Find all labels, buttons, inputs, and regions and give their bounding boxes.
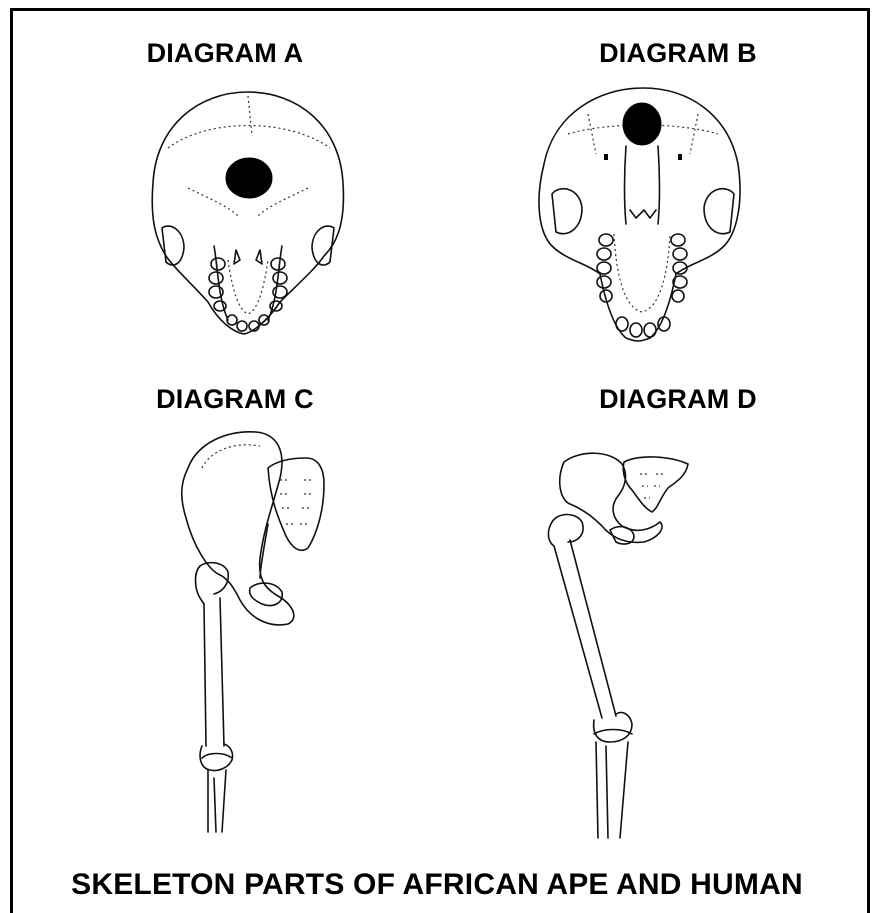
pelvis-femur-d-drawing bbox=[540, 446, 700, 846]
diagram-a-label: DIAGRAM A bbox=[100, 38, 350, 69]
figure-caption: SKELETON PARTS OF AFRICAN APE AND HUMAN bbox=[20, 868, 854, 902]
skull-a-drawing bbox=[148, 88, 348, 338]
pelvis-femur-c-drawing bbox=[168, 428, 338, 838]
diagram-c-label: DIAGRAM C bbox=[110, 384, 360, 415]
skull-b-drawing bbox=[538, 84, 748, 344]
diagram-b-label: DIAGRAM B bbox=[548, 38, 808, 69]
diagram-d-label: DIAGRAM D bbox=[548, 384, 808, 415]
